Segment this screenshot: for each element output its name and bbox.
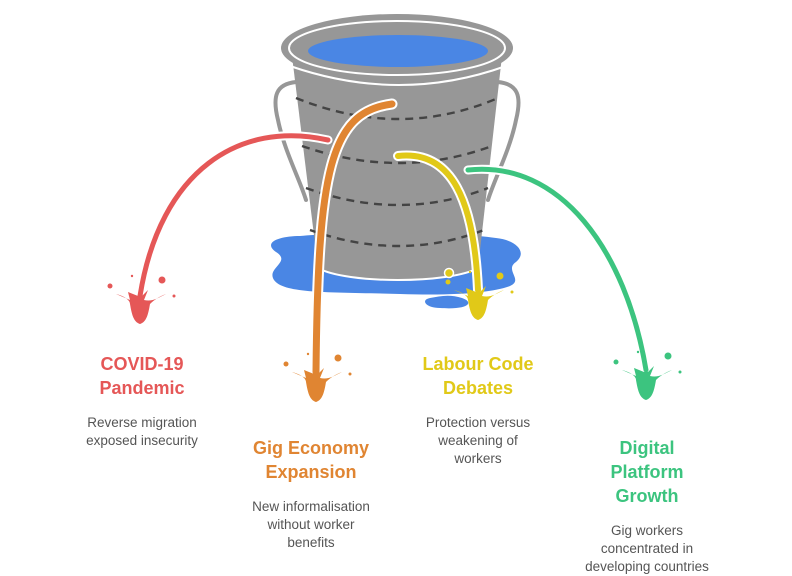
bucket-rim-inner-line	[288, 20, 506, 76]
splash-icon	[622, 366, 672, 400]
stream-digital	[463, 164, 682, 400]
leak-droplet	[443, 267, 455, 279]
droplet	[107, 283, 113, 289]
item-labour: Labour Code Debates Protection versus we…	[423, 352, 534, 468]
item-description: New informalisation without worker benef…	[252, 499, 370, 550]
stream-line	[465, 166, 649, 373]
droplet	[678, 370, 682, 374]
droplet	[158, 276, 166, 284]
stream-labour	[393, 150, 514, 320]
item-gig: Gig Economy Expansion New informalisatio…	[252, 436, 370, 552]
droplet	[306, 352, 310, 356]
stream-line	[312, 100, 396, 376]
item-digital: Digital Platform Growth Gig workers conc…	[585, 436, 709, 576]
item-description: Protection versus weakening of workers	[425, 415, 531, 466]
bucket-handle	[273, 80, 521, 202]
item-title: COVID-19 Pandemic	[99, 354, 185, 398]
bucket-rim-lower-line	[289, 65, 507, 86]
splash-icon	[292, 368, 342, 402]
bucket-body	[292, 56, 502, 280]
droplet	[348, 372, 352, 376]
droplet	[283, 361, 289, 367]
droplet	[445, 279, 451, 285]
stream-gig	[283, 98, 398, 402]
droplet	[664, 352, 672, 360]
bucket-bottom-rim	[317, 267, 479, 281]
splash-icon	[454, 286, 504, 320]
stream-covid	[107, 131, 333, 324]
bucket-rings	[295, 96, 499, 248]
droplet	[468, 270, 472, 274]
bucket-water-surface	[308, 35, 488, 67]
item-covid: COVID-19 Pandemic Reverse migration expo…	[86, 352, 198, 450]
droplet	[636, 350, 640, 354]
splash-icon	[116, 290, 166, 324]
droplet	[172, 294, 176, 298]
droplet	[334, 354, 342, 362]
item-title: Digital Platform Growth	[610, 438, 684, 506]
droplet	[510, 290, 514, 294]
item-description: Reverse migration exposed insecurity	[86, 415, 198, 448]
item-title: Gig Economy Expansion	[252, 438, 370, 482]
item-title: Labour Code Debates	[422, 354, 534, 398]
stream-line	[395, 152, 481, 293]
droplet	[130, 274, 134, 278]
droplet	[496, 272, 504, 280]
droplet	[613, 359, 619, 365]
item-description: Gig workers concentrated in developing c…	[585, 523, 709, 574]
stream-line	[137, 133, 331, 299]
water-puddle-spill	[425, 295, 469, 309]
